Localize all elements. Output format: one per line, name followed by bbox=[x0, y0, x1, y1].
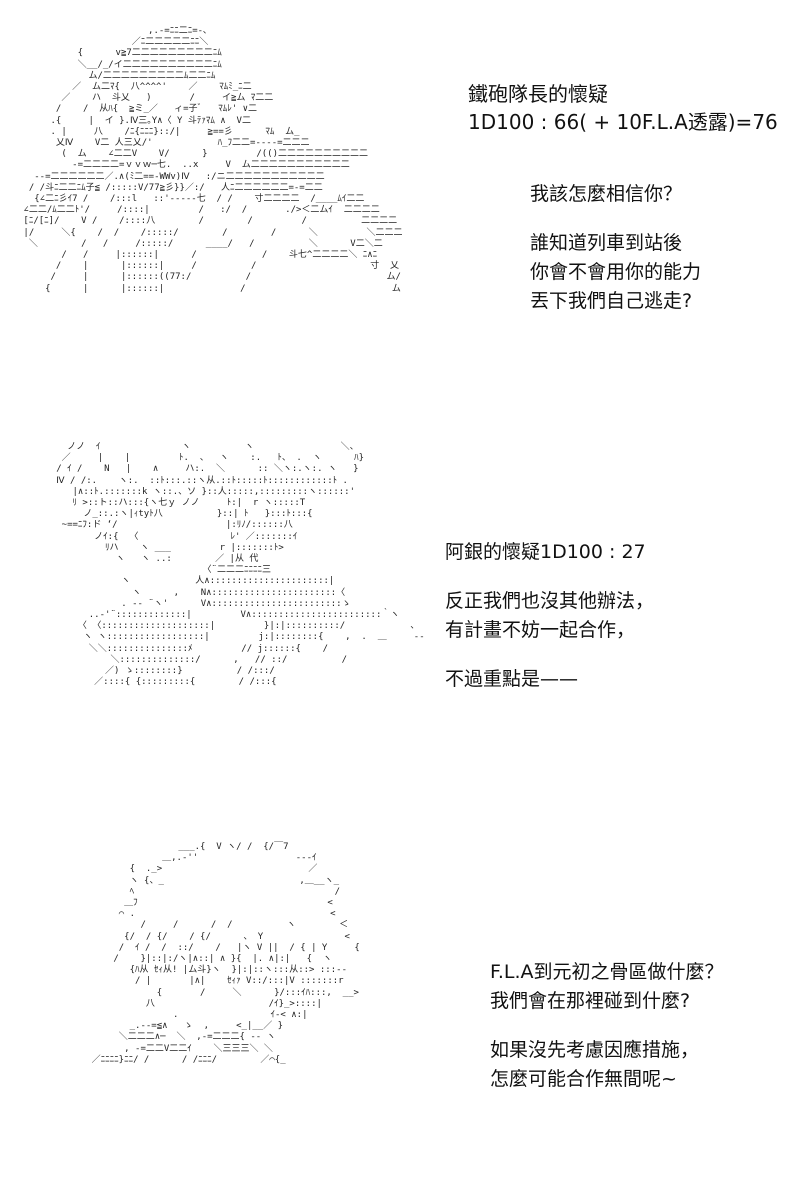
ascii-art-spiky-hair: ___.{ V ヽ/ / {/￣7 ＿,.-'' ---ｲ { ._> ／ ヽ … bbox=[91, 842, 360, 1065]
panel-1: ,.-=ﾆﾆ二ﾆ=-､ ／ﾆ二二二二二ﾆﾆ＼ { v≧7二二二二二二二二二ﾆﾑ … bbox=[0, 0, 800, 420]
dialogue-gunner: 我該怎麼相信你？ 誰知道列車到站後 你會不會用你的能力 丟下我們自己逃走? bbox=[530, 180, 701, 316]
dialogue-line: 有計畫不妨一起合作， bbox=[445, 619, 636, 641]
dialogue-line: 我們會在那裡碰到什麼? bbox=[490, 990, 691, 1012]
dialogue-line: 反正我們也沒其他辦法， bbox=[445, 590, 655, 612]
dialogue-line: 誰知道列車到站後 bbox=[530, 232, 683, 254]
dialogue-line: 丟下我們自己逃走? bbox=[530, 290, 693, 312]
roll-result: 1D100 : 66( + 10F.L.A透露)=76 bbox=[468, 110, 778, 134]
panel-2: ノノ ｲ ヽ ヽ ＼、 ／ | | ﾄ. 、 ヽ :. ﾄ、 . ヽ ﾊ} / … bbox=[0, 420, 800, 820]
dialogue-gin: 阿銀的懷疑1D100 : 27 反正我們也沒其他辦法， 有計畫不妨一起合作， 不… bbox=[445, 538, 654, 694]
dialogue-spiky: F.L.A到元初之骨區做什麼？ 我們會在那裡碰到什麼? 如果沒先考慮因應措施， … bbox=[490, 958, 724, 1094]
panel-3: ___.{ V ヽ/ / {/￣7 ＿,.-'' ---ｲ { ._> ／ ヽ … bbox=[0, 820, 800, 1200]
dice-roll-gunner: 鐵砲隊長的懷疑 1D100 : 66( + 10F.L.A透露)=76 bbox=[468, 80, 778, 136]
roll-title: 鐵砲隊長的懷疑 bbox=[468, 82, 608, 106]
ascii-art-gin: ノノ ｲ ヽ ヽ ＼、 ／ | | ﾄ. 、 ヽ :. ﾄ、 . ヽ ﾊ} / … bbox=[56, 442, 425, 688]
dialogue-line: 不過重點是—— bbox=[445, 668, 579, 690]
dialogue-line: 我該怎麼相信你？ bbox=[530, 183, 683, 205]
dialogue-line: 你會不會用你的能力 bbox=[530, 261, 702, 283]
dialogue-line: F.L.A到元初之骨區做什麼？ bbox=[490, 961, 724, 983]
dialogue-line: 怎麼可能合作無間呢~ bbox=[490, 1068, 677, 1090]
roll-title: 阿銀的懷疑1D100 : 27 bbox=[445, 541, 646, 563]
dialogue-line: 如果沒先考慮因應措施， bbox=[490, 1039, 700, 1061]
ascii-art-gunner-captain: ,.-=ﾆﾆ二ﾆ=-､ ／ﾆ二二二二二ﾆﾆ＼ { v≧7二二二二二二二二二ﾆﾑ … bbox=[23, 26, 403, 294]
